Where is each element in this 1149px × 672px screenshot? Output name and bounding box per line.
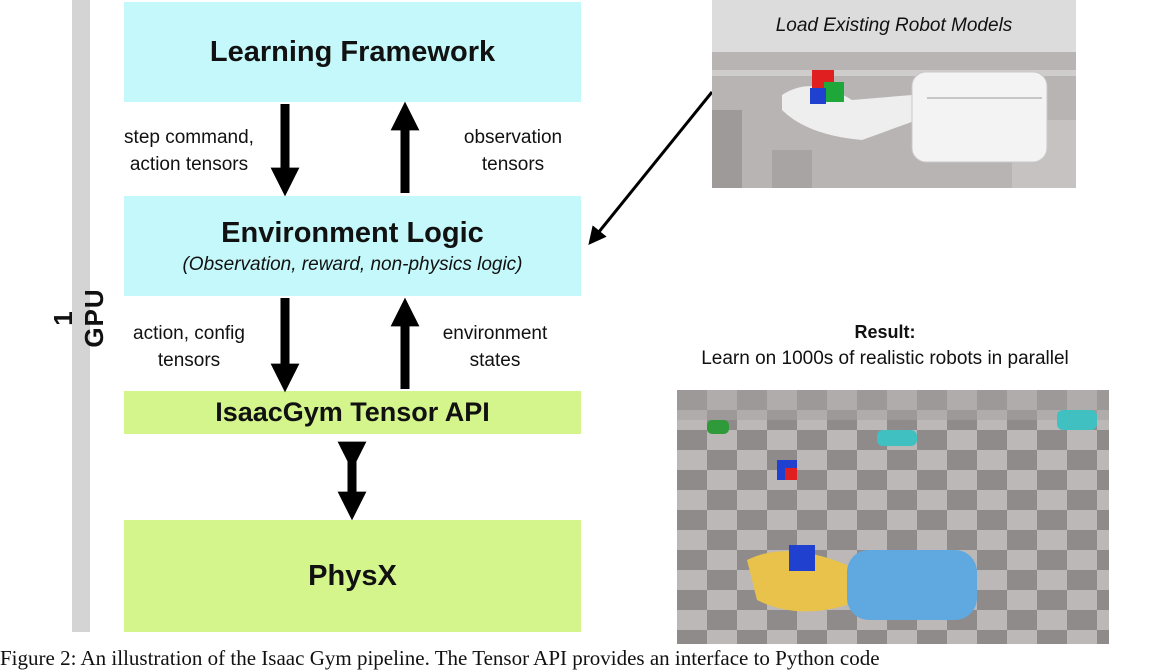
action-config-label: action, config tensors — [133, 323, 245, 371]
learning-framework-box: Learning Framework — [124, 2, 581, 102]
observation-tensors-label: observation tensors — [463, 127, 563, 175]
physx-box: PhysX — [124, 520, 581, 632]
environment-states-label: environment states — [442, 323, 548, 371]
environment-logic-subtitle: (Observation, reward, non-physics logic) — [182, 253, 523, 275]
robot-model-title: Load Existing Robot Models — [712, 0, 1076, 52]
robot-load-arrow — [588, 91, 714, 245]
environment-logic-title: Environment Logic — [221, 216, 484, 249]
environment-logic-box: Environment Logic (Observation, reward, … — [124, 196, 581, 296]
result-subtitle: Learn on 1000s of realistic robots in pa… — [701, 348, 1069, 369]
figure-caption: Figure 2: An illustration of the Isaac G… — [0, 646, 880, 670]
result-image — [677, 390, 1109, 644]
tensor-api-box: IsaacGym Tensor API — [124, 391, 581, 434]
gpu-bar — [72, 0, 90, 632]
learning-framework-title: Learning Framework — [209, 35, 496, 68]
result-title: Result: — [854, 322, 916, 342]
physx-title: PhysX — [308, 559, 397, 592]
tensor-api-title: IsaacGym Tensor API — [215, 397, 490, 427]
step-command-label: step command, action tensors — [124, 127, 254, 175]
